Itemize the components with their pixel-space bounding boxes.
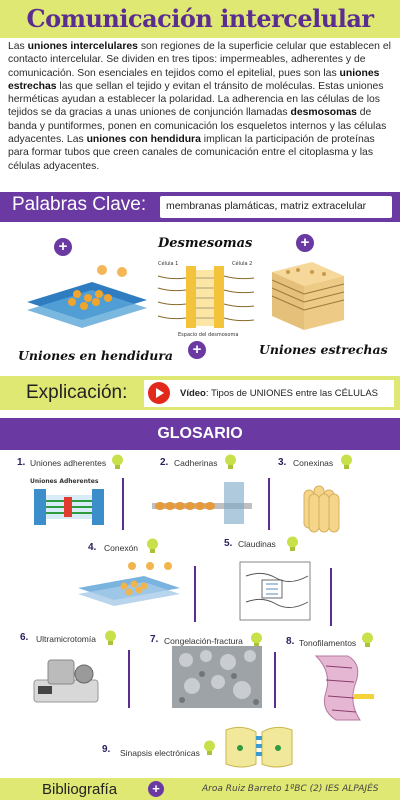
play-icon[interactable] (148, 382, 170, 404)
plus-icon[interactable]: + (148, 781, 164, 797)
glossary-number: 4. (88, 542, 97, 553)
divider (194, 566, 196, 622)
intro-text: son regiones de la superficie celular qu… (8, 41, 391, 79)
lightbulb-icon[interactable] (340, 454, 353, 470)
glossary-number: 9. (102, 744, 111, 755)
intro-paragraph: Las uniones intercelulares son regiones … (8, 40, 394, 173)
estrechas-label: Uniones estrechas (259, 342, 388, 357)
claudinas-image (232, 556, 320, 626)
keywords-text: membranas plamáticas, matriz extracelula… (166, 200, 367, 212)
hendidura-label: Uniones en hendidura (18, 348, 174, 363)
lightbulb-icon[interactable] (146, 538, 159, 554)
desmosome-image: Célula 1 Célula 2 Espacio del desmosoma (156, 258, 256, 338)
footer-bar (0, 778, 400, 800)
glossary-label: Conexinas (293, 458, 334, 468)
intro-text: implican la participación de proteínas p… (8, 134, 375, 172)
tonofilamentos-image (296, 652, 382, 722)
video-prefix: Vídeo (180, 388, 206, 399)
intro-keyword: uniones intercelulares (27, 41, 138, 52)
ultramicrotomia-image (28, 650, 104, 708)
glossary-number: 2. (160, 457, 169, 468)
glossary-title: GLOSARIO (157, 425, 243, 442)
glossary-label: Sinapsis electrónicas (120, 748, 200, 758)
glossary-number: 8. (286, 636, 295, 647)
video-title: : Tipos de UNIONES entre las CÉLULAS (205, 388, 379, 399)
glossary-number: 7. (150, 634, 159, 645)
intro-text: las que sellan el tejido y evitan el trá… (8, 80, 384, 119)
tight-junction-image (271, 262, 345, 330)
glossary-number: 5. (224, 538, 233, 549)
conexinas-image (303, 485, 340, 533)
page-title: Comunicación intercelular (26, 4, 374, 33)
congelacion-image (172, 646, 262, 708)
glossary-number: 1. (17, 457, 26, 468)
intro-keyword: uniones estrechas (8, 67, 380, 92)
conexon-image (74, 558, 184, 622)
glossary-label: Ultramicrotomía (36, 634, 96, 644)
author-credit: Aroa Ruiz Barreto 1ºBC (2) IES ALPAJÉS (202, 784, 379, 794)
explanation-title: Explicación: (26, 382, 128, 403)
glossary-label: Conexón (104, 543, 139, 553)
cadherinas-image (146, 476, 256, 528)
divider (268, 478, 270, 530)
glossary-label: Cadherinas (174, 458, 218, 468)
bibliography-title: Bibliografía (42, 781, 118, 798)
glossary-bar (0, 418, 400, 450)
divider (330, 568, 332, 626)
glossary-label: Uniones adherentes (30, 458, 107, 468)
plus-icon[interactable]: + (54, 238, 72, 256)
video-box[interactable] (144, 380, 394, 407)
adherentes-title: Uniones Adherentes (30, 478, 99, 485)
lightbulb-icon[interactable] (286, 536, 299, 552)
glossary-label: Tonofilamentos (299, 638, 357, 648)
intro-text: de banda y puntiformes, ponen en comunic… (8, 107, 387, 146)
lightbulb-icon[interactable] (104, 630, 117, 646)
sinapsis-image (222, 720, 296, 774)
adherentes-image: Uniones Adherentes (26, 475, 114, 533)
desmosome-space-label: Espacio del desmosoma (178, 332, 238, 338)
intro-keyword: desmosomas (290, 107, 357, 119)
divider (128, 650, 130, 708)
plus-icon[interactable]: + (296, 234, 314, 252)
title-bar (0, 0, 400, 38)
plus-icon[interactable]: + (188, 341, 206, 359)
glossary-label: Claudinas (238, 539, 276, 549)
video-link[interactable]: Vídeo: Tipos de UNIONES entre las CÉLULA… (180, 388, 378, 399)
divider (122, 478, 124, 530)
lightbulb-icon[interactable] (224, 454, 237, 470)
intro-keyword: uniones con hendidura (86, 134, 201, 146)
keywords-box (160, 196, 392, 218)
desmosome-cell1-label: Célula 1 (158, 260, 178, 267)
lightbulb-icon[interactable] (250, 632, 263, 648)
gap-junction-image (27, 265, 147, 328)
lightbulb-icon[interactable] (203, 740, 216, 756)
desmosome-cell2-label: Célula 2 (232, 260, 252, 267)
lightbulb-icon[interactable] (361, 632, 374, 648)
desmosomas-label: Desmesomas (158, 236, 253, 251)
glossary-label: Congelación-fractura (164, 636, 243, 646)
divider (274, 652, 276, 708)
intro-text: Las (8, 41, 28, 52)
keywords-title: Palabras Clave: (12, 194, 147, 215)
glossary-number: 6. (20, 632, 29, 643)
glossary-number: 3. (278, 457, 287, 468)
lightbulb-icon[interactable] (111, 454, 124, 470)
